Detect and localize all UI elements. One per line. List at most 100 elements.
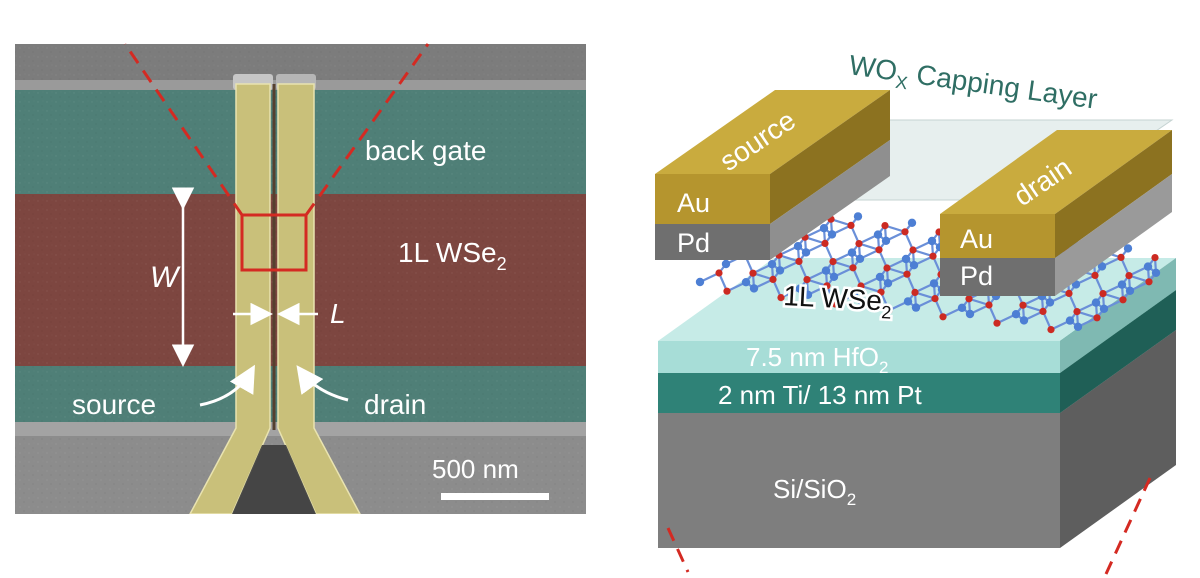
source-au-front: [655, 174, 770, 224]
drain-contact: drain Au Pd: [940, 130, 1172, 296]
tungsten-atom: [1123, 244, 1133, 253]
selenium-atom: [1145, 278, 1153, 286]
tungsten-atom: [1125, 286, 1135, 295]
selenium-atom: [939, 313, 947, 321]
zoom-dash-bottom-left: [666, 527, 690, 573]
selenium-atom: [965, 295, 973, 303]
selenium-atom: [723, 287, 731, 295]
tungsten-atom: [907, 218, 917, 227]
back-gate-label: back gate: [365, 135, 486, 166]
source-pd-label: Pd: [677, 228, 710, 258]
selenium-atom: [1099, 290, 1107, 298]
zoom-dash-right: [304, 43, 430, 216]
selenium-atom: [1151, 254, 1159, 262]
selenium-atom: [777, 294, 785, 302]
selenium-atom: [831, 300, 839, 308]
selenium-atom: [857, 282, 865, 290]
selenium-atom: [1119, 296, 1127, 304]
tungsten-atom: [883, 279, 893, 288]
selenium-atom: [1091, 271, 1099, 279]
tungsten-atom: [829, 272, 839, 281]
drain-pd-side: [1055, 174, 1172, 296]
dielectric-label: 7.5 nm HfO2: [746, 342, 888, 377]
tungsten-atom: [1091, 298, 1101, 307]
tungsten-atom: [827, 230, 837, 239]
selenium-atom: [829, 258, 837, 266]
source-electrode: [189, 83, 271, 514]
tungsten-atom: [819, 224, 829, 233]
selenium-atom: [909, 246, 917, 254]
tungsten-atom: [793, 242, 803, 251]
drain-au-front: [940, 214, 1055, 258]
tungsten-atom: [857, 297, 867, 306]
zoom-dash-bottom-right: [1104, 477, 1152, 575]
tungsten-atom: [927, 236, 937, 246]
tungsten-atom: [1019, 316, 1029, 325]
selenium-atom: [929, 252, 937, 260]
width-label: W: [150, 261, 181, 294]
tungsten-atom: [875, 272, 885, 282]
source-au-side: [770, 90, 890, 224]
gate-metal-label: 2 nm Ti/ 13 nm Pt: [718, 380, 923, 410]
tungsten-atom: [741, 278, 751, 287]
scale-bar-label: 500 nm: [432, 454, 519, 484]
dielectric-side: [1060, 258, 1176, 373]
tungsten-atom: [1143, 262, 1153, 271]
tungsten-atom: [873, 230, 883, 239]
zoom-dash-left: [123, 43, 244, 216]
selenium-atom: [1093, 314, 1101, 322]
tungsten-atom: [1097, 262, 1107, 271]
tungsten-atom: [803, 290, 813, 299]
selenium-atom: [715, 269, 723, 277]
gate-metal-front: [658, 373, 1060, 413]
tungsten-atom: [767, 260, 777, 269]
tungsten-atom: [775, 266, 785, 275]
tungsten-atom: [957, 303, 967, 312]
selenium-atom: [769, 275, 777, 283]
source-pd-front: [655, 224, 770, 260]
tungsten-atom: [1099, 304, 1109, 313]
tungsten-atom: [1045, 298, 1055, 307]
sem-panel: [15, 44, 586, 514]
monolayer-label: 1L WSe2: [398, 237, 507, 274]
source-arrow: [199, 364, 255, 407]
tungsten-atom: [1011, 310, 1021, 319]
tungsten-atom: [1065, 316, 1075, 325]
selenium-atom: [881, 222, 889, 230]
selenium-atom: [795, 257, 803, 265]
tungsten-atom: [749, 284, 759, 293]
gate-metal-side: [1060, 290, 1176, 413]
tungsten-atom: [965, 309, 975, 319]
tungsten-atom: [881, 236, 891, 245]
tungsten-atom: [929, 279, 939, 288]
selenium-atom: [875, 246, 883, 254]
selenium-atom: [1117, 253, 1125, 261]
drain-au-top: [940, 130, 1172, 214]
tungsten-atom: [853, 212, 863, 221]
selenium-atom: [877, 288, 885, 296]
selenium-atom: [823, 282, 831, 290]
selenium-atom: [749, 269, 757, 277]
substrate-front: [658, 413, 1060, 548]
tungsten-atom: [1117, 280, 1127, 289]
selenium-atom: [847, 221, 855, 229]
source-pd-side: [770, 140, 890, 260]
drain-electrode: [277, 83, 361, 514]
tungsten-atom: [801, 248, 811, 257]
selenium-atom: [1125, 272, 1133, 280]
tungsten-atom: [1073, 322, 1083, 331]
zoom-box: [240, 213, 308, 272]
drain-label: drain: [364, 389, 426, 420]
drain-pd-front: [940, 258, 1055, 296]
tungsten-atom: [695, 277, 705, 287]
selenium-atom: [901, 228, 909, 236]
tungsten-atom: [847, 248, 857, 257]
tungsten-atom: [849, 290, 859, 300]
selenium-atom: [931, 295, 939, 303]
tungsten-atom: [795, 284, 805, 293]
source-label: source: [72, 389, 156, 420]
tungsten-atom: [909, 261, 919, 270]
selenium-atom: [849, 264, 857, 272]
substrate-side: [1060, 330, 1176, 548]
